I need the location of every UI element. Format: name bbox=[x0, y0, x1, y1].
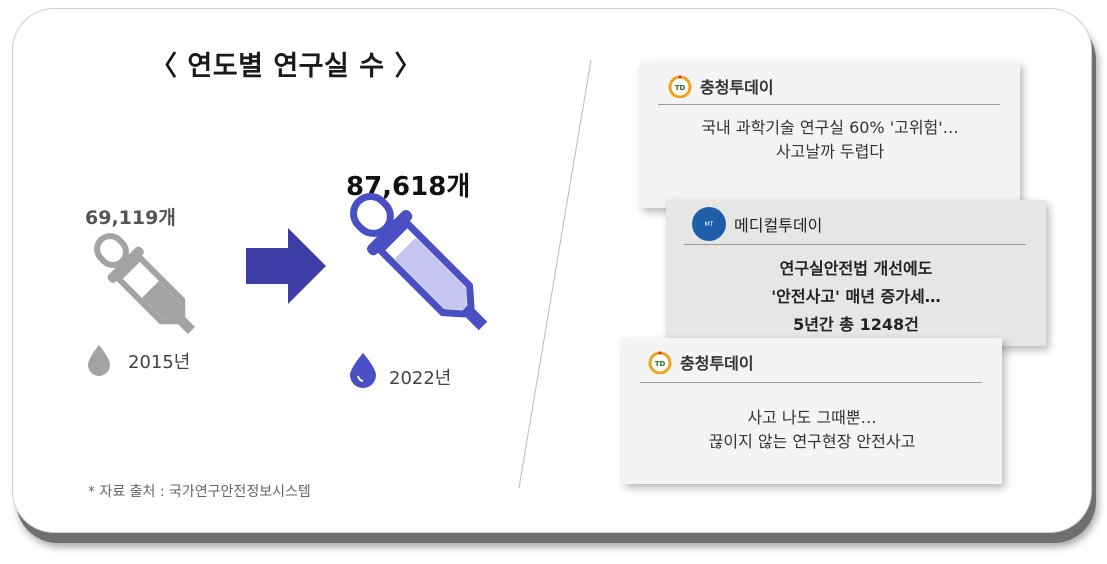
source-note: * 자료 출처 : 국가연구안전정보시스템 bbox=[88, 484, 311, 500]
chart-title: 〈 연도별 연구실 수 〉 bbox=[150, 51, 422, 82]
headline-line: 5년간 총 1248건 bbox=[793, 315, 919, 334]
year-2022-label: 2022년 bbox=[389, 368, 452, 389]
dropper-2022-icon bbox=[350, 193, 488, 331]
dropper-2015-icon bbox=[94, 233, 195, 334]
chungcheong-today-logo-icon: TD bbox=[668, 75, 692, 98]
news-source-header: MT 메디컬투데이 bbox=[692, 207, 822, 241]
news-source-name: 충청투데이 bbox=[700, 78, 774, 97]
news-card-1[interactable]: TD 충청투데이 국내 과학기술 연구실 60% '고위험'… 사고날까 두렵다 bbox=[640, 62, 1020, 208]
card-divider bbox=[658, 104, 1000, 105]
news-source-name: 충청투데이 bbox=[680, 354, 754, 373]
svg-text:TD: TD bbox=[675, 84, 686, 92]
news-headline: 연구실안전법 개선에도 '안전사고' 매년 증가세… 5년간 총 1248건 bbox=[666, 255, 1046, 339]
news-card-2[interactable]: MT 메디컬투데이 연구실안전법 개선에도 '안전사고' 매년 증가세… 5년간… bbox=[666, 200, 1046, 346]
card-divider bbox=[684, 244, 1026, 245]
headline-line: 연구실안전법 개선에도 bbox=[779, 259, 933, 278]
drop-2015-icon bbox=[88, 345, 110, 376]
news-card-3[interactable]: TD 충청투데이 사고 나도 그때뿐… 끊이지 않는 연구현장 안전사고 bbox=[622, 338, 1002, 484]
divider-line bbox=[518, 59, 592, 489]
news-source-name: 메디컬투데이 bbox=[734, 216, 823, 235]
news-source-header: TD 충청투데이 bbox=[668, 74, 774, 98]
news-headline: 사고 나도 그때뿐… 끊이지 않는 연구현장 안전사고 bbox=[622, 406, 1002, 454]
year-2015-label: 2015년 bbox=[128, 352, 191, 373]
arrow-right-icon bbox=[246, 228, 326, 304]
headline-line: 사고날까 두렵다 bbox=[775, 142, 885, 161]
headline-line: 끊이지 않는 연구현장 안전사고 bbox=[708, 432, 916, 451]
svg-text:TD: TD bbox=[655, 360, 666, 368]
medical-today-logo-icon: MT bbox=[692, 207, 726, 241]
drop-2022-icon bbox=[350, 353, 376, 388]
headline-line: 사고 나도 그때뿐… bbox=[747, 408, 877, 427]
news-source-header: TD 충청투데이 bbox=[648, 350, 754, 374]
value-2015: 69,119개 bbox=[85, 207, 176, 229]
chungcheong-today-logo-icon: TD bbox=[648, 351, 672, 374]
card-divider bbox=[640, 382, 982, 383]
headline-line: '안전사고' 매년 증가세… bbox=[771, 287, 941, 306]
headline-line: 국내 과학기술 연구실 60% '고위험'… bbox=[701, 118, 959, 137]
news-headline: 국내 과학기술 연구실 60% '고위험'… 사고날까 두렵다 bbox=[640, 116, 1020, 164]
